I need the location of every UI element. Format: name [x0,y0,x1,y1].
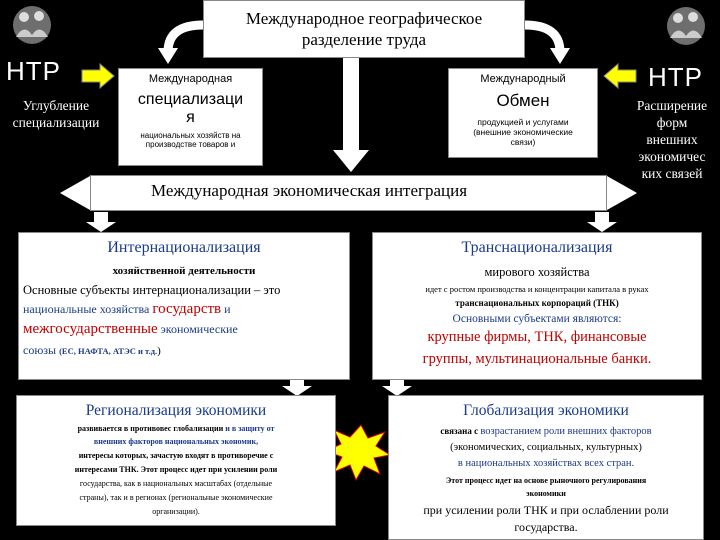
intern-l4a: союзы [23,343,60,357]
region-line1: развивается в противовес глобализации и … [17,424,335,433]
ntr-left-label: НТР [6,56,61,86]
arrow-down-icon [333,150,369,172]
spec-desc1: национальных хозяйств на [140,131,241,140]
trans-title: Транснационализация [461,239,613,256]
intern-l4b: (ЕС, НАФТА, АТЭС и т.д. [59,346,158,356]
people-emblem-icon [667,7,705,45]
arrow-down-icon [550,48,570,64]
spec-big1: специализаци [137,91,244,108]
global-line4: Этот процесс идет на основе рыночного ре… [445,476,647,485]
right-line: форм [656,115,688,130]
division-of-labor-box: Международное географическое разделение … [203,0,525,58]
global-line7: государства. [514,520,578,534]
exch-small: Международный [480,73,566,85]
deepening-specialization-text: Углубление специализации [2,97,110,131]
right-line: Расширение [636,98,708,113]
intern-line3: межгосударственные экономические [23,321,349,338]
trans-line3: Основными субъектами являются: [452,313,622,325]
global-line6: при усилении роли ТНК и при ослаблении р… [423,503,669,517]
people-emblem-icon [13,6,51,44]
exch-big: Обмен [496,91,550,110]
integration-box: Международная экономическая интеграция [90,175,607,211]
trans-sub: мирового хозяйства [484,265,590,279]
globalization-box: Глобализация экономики связана с возраст… [388,395,704,540]
burst-star-icon [324,424,392,482]
right-line: ких связей [641,166,703,181]
region-line5: государства, как в национальных масштаба… [79,479,273,488]
arrow-left-icon [603,62,637,90]
intern-l2c: и [221,302,231,316]
exch-desc3: связи) [510,137,536,147]
left-line: Углубление [22,98,90,113]
arrow-down-icon [158,48,178,64]
internationalization-box: Интернационализация хозяйственной деятел… [18,232,350,380]
exch-desc1: продукцией и услугами [477,117,569,127]
global-line5: экономики [526,489,566,498]
global-l1b: возрастанием роли внешних факторов [480,426,652,437]
intern-line1: Основные субъекты интернационализации – … [23,283,281,297]
curved-arrow-icon [163,20,204,53]
region-l1b: и в защиту от [225,424,275,433]
global-l1a: связана с [440,426,481,436]
top-title-line2: разделение труда [301,30,427,49]
intern-title: Интернационализация [107,239,261,256]
global-line3: в национальных хозяйствах всех стран. [457,458,635,469]
exch-desc2: (внешние экономические [473,127,573,137]
transnationalization-box: Транснационализация мирового хозяйства и… [372,232,702,380]
curved-arrow-icon [524,20,565,53]
intern-sub: хозяйственной деятельности [112,265,256,277]
region-line6: страны), так и в регионах (региональные … [79,493,273,502]
trans-line5: группы, мультинациональные банки. [422,351,652,367]
expanding-relations-text: Расширение форм внешних экономичес ких с… [624,97,720,182]
exchange-box: Международный Обмен продукцией и услугам… [448,68,598,158]
ntr-right-label: НТР [648,62,703,92]
intern-line4: союзы (ЕС, НАФТА, АТЭС и т.д.) [23,343,349,358]
top-title-line1: Международное географическое [245,9,483,28]
intern-l4c: ) [157,345,161,357]
arrow-right-icon [81,62,115,90]
regionalization-box: Регионализация экономики развивается в п… [16,395,336,526]
right-line: внешних [646,132,698,147]
right-line: экономичес [638,149,706,164]
spec-small: Международная [148,73,233,85]
spec-big2: я [186,109,195,126]
global-line2: (экономических, социальных, культурных) [450,442,642,453]
global-line1: связана с возрастанием роли внешних факт… [389,426,703,437]
intern-l3a: межгосударственные [23,321,158,337]
trans-line1: идет с ростом производства и концентраци… [425,284,649,294]
trans-line2: транснациональных корпораций (ТНК) [455,298,619,308]
intern-l2b: государств [152,301,222,317]
specialization-box: Международная специализаци я национальны… [118,68,263,166]
region-line4: интересами ТНК. Этот процесс идет при ус… [74,465,278,474]
spec-desc2: производстве товаров и [145,140,236,149]
region-l1a: развивается в противовес глобализации [77,424,226,433]
trans-line4: крупные фирмы, ТНК, финансовые [427,329,647,345]
region-line3: интересы которых, зачастую входят в прот… [78,451,274,460]
region-line7: организации). [152,507,200,516]
intern-line2: национальные хозяйства государств и [23,301,349,318]
intern-l3b: экономические [157,322,238,336]
region-title: Регионализация экономики [85,402,267,419]
intern-l2a: национальные хозяйства [23,302,153,316]
left-line: специализации [12,115,100,130]
global-title: Глобализация экономики [463,402,629,419]
region-line2: внешних факторов национальных экономик, [93,437,259,446]
